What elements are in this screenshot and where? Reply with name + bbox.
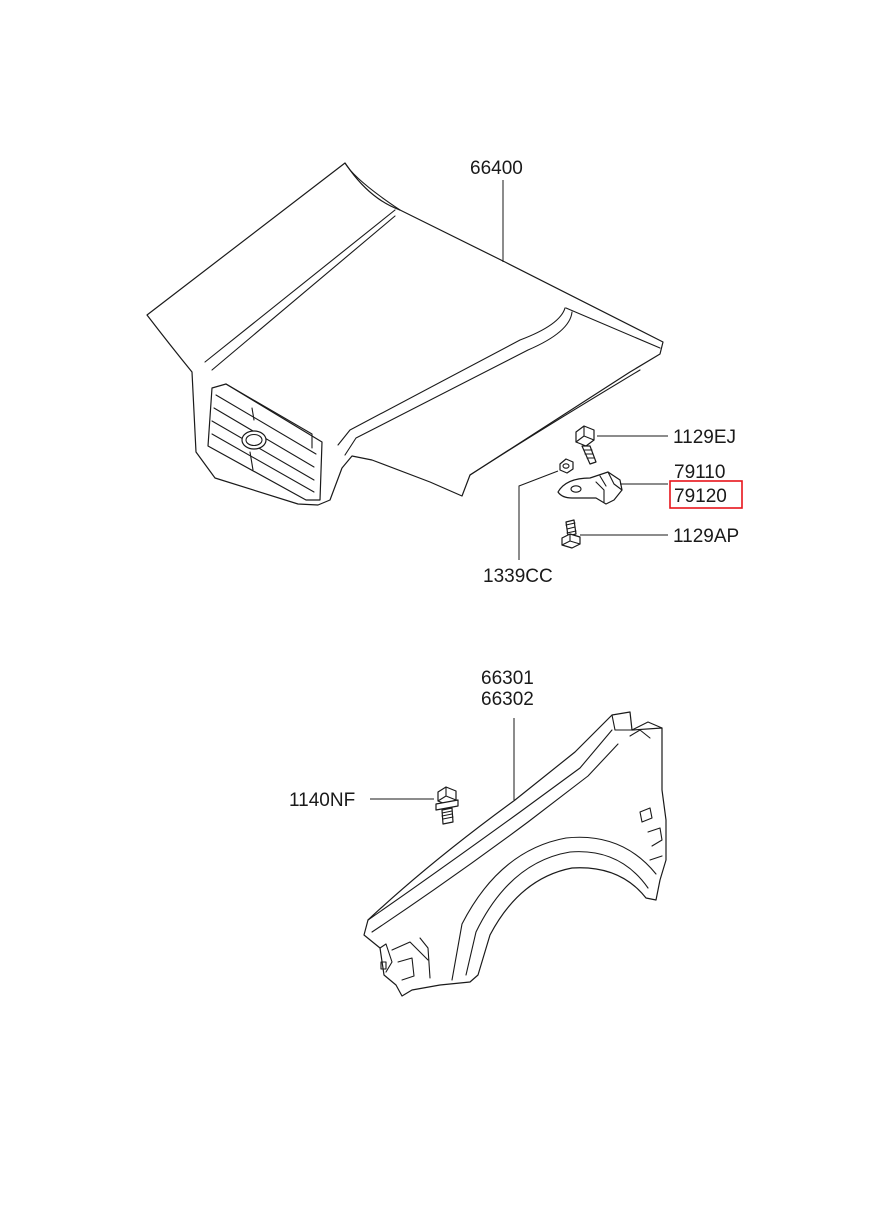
- label-latch-a: 79110: [674, 462, 725, 483]
- bolt-upper[interactable]: [575, 425, 597, 465]
- label-nut: 1339CC: [483, 566, 553, 587]
- grille[interactable]: [207, 383, 323, 501]
- fender[interactable]: [363, 711, 667, 997]
- label-bolt-upper: 1129EJ: [673, 427, 736, 448]
- fender-bolt[interactable]: [435, 786, 459, 825]
- label-hood: 66400: [470, 158, 523, 179]
- label-bolt-lower: 1129AP: [673, 526, 739, 547]
- highlight-box: [669, 480, 743, 509]
- label-fender-b: 66302: [481, 689, 534, 710]
- label-latch-b[interactable]: 79120: [674, 486, 727, 507]
- emblem: [241, 430, 267, 450]
- label-fender-a: 66301: [481, 668, 534, 689]
- label-fender-bolt: 1140NF: [289, 790, 355, 811]
- bolt-lower[interactable]: [561, 519, 581, 549]
- nut[interactable]: [559, 458, 574, 474]
- hood-latch[interactable]: [557, 471, 623, 505]
